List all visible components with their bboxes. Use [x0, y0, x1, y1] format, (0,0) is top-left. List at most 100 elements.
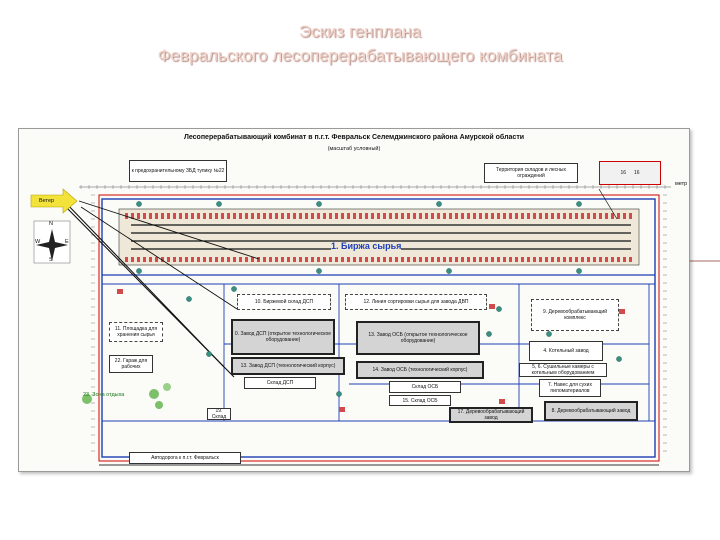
- site-marker: [576, 268, 582, 274]
- log-stack: [605, 257, 608, 262]
- log-stack: [629, 257, 632, 262]
- log-stack: [599, 213, 602, 219]
- slide-decoration-line: [690, 260, 720, 262]
- log-stack: [167, 257, 170, 262]
- log-stack: [491, 213, 494, 219]
- unit-23: 23. Зона отдыха: [83, 392, 125, 398]
- log-stack: [233, 257, 236, 262]
- log-stack: [383, 257, 386, 262]
- log-stack: [347, 213, 350, 219]
- log-stack: [215, 213, 218, 219]
- right-scale-ticks: [663, 194, 667, 452]
- log-stack: [353, 213, 356, 219]
- log-stack: [389, 257, 392, 262]
- log-stack: [227, 257, 230, 262]
- log-stack: [563, 257, 566, 262]
- site-plan-sheet: Лесоперерабатывающий комбинат в п.г.т. Ф…: [18, 128, 690, 472]
- zone-raw-yard: 1. Биржа сырья: [331, 241, 402, 251]
- log-stack: [173, 257, 176, 262]
- log-stack: [335, 257, 338, 262]
- log-stack: [623, 213, 626, 219]
- log-stack: [203, 257, 206, 262]
- rail-spur-4: [80, 206, 238, 310]
- small-box-b: 16: [634, 170, 640, 176]
- axis-label: метр: [675, 181, 688, 187]
- unit-14: 14. Завод ОСБ (технологический корпус): [356, 361, 484, 379]
- log-stack: [203, 213, 206, 219]
- log-stack: [305, 257, 308, 262]
- log-stack: [443, 257, 446, 262]
- log-stack: [545, 213, 548, 219]
- log-stack: [179, 213, 182, 219]
- log-stack: [143, 257, 146, 262]
- log-stack: [143, 213, 146, 219]
- site-marker: [546, 331, 552, 337]
- site-marker: [186, 296, 192, 302]
- log-stack: [593, 213, 596, 219]
- log-stack: [473, 213, 476, 219]
- compass-rose: [36, 229, 68, 261]
- log-stack: [581, 213, 584, 219]
- log-stack: [563, 213, 566, 219]
- site-marker: [231, 286, 237, 292]
- log-stack: [377, 257, 380, 262]
- log-stack: [617, 257, 620, 262]
- log-stack: [527, 257, 530, 262]
- unit-11: 11. Площадка для хранения сырья: [109, 322, 163, 342]
- log-stack: [377, 213, 380, 219]
- log-stack: [323, 257, 326, 262]
- log-stack: [317, 257, 320, 262]
- site-marker: [436, 201, 442, 207]
- top-scale-ticks: [80, 185, 666, 189]
- log-stack: [455, 213, 458, 219]
- log-stack: [515, 213, 518, 219]
- log-stack: [431, 257, 434, 262]
- log-stack: [509, 213, 512, 219]
- small-box-a: 16: [620, 170, 626, 176]
- red-marker: [499, 399, 505, 404]
- log-stack: [359, 257, 362, 262]
- unit-7: 7. Навес для сухих пиломатериалов: [539, 379, 601, 397]
- log-stack: [479, 257, 482, 262]
- log-stack: [359, 213, 362, 219]
- log-stack: [461, 213, 464, 219]
- log-stack: [149, 213, 152, 219]
- log-stack: [287, 213, 290, 219]
- log-stack: [557, 213, 560, 219]
- log-stack: [569, 257, 572, 262]
- log-stack: [431, 213, 434, 219]
- log-stack: [239, 257, 242, 262]
- unit-8: 8. Деревообрабатывающий завод: [544, 401, 638, 421]
- site-marker: [486, 331, 492, 337]
- site-marker: [206, 351, 212, 357]
- red-marker: [489, 304, 495, 309]
- warehouse-dsp: Склад ДСП: [244, 377, 316, 389]
- plan-header: Лесоперерабатывающий комбинат в п.г.т. Ф…: [183, 134, 525, 141]
- log-stack: [149, 257, 152, 262]
- left-scale-ticks: [91, 194, 95, 452]
- wind-label: Ветер: [39, 198, 55, 204]
- unit-4: 4. Котельный завод: [529, 341, 603, 361]
- site-marker: [446, 268, 452, 274]
- log-stack: [473, 257, 476, 262]
- log-stack: [305, 213, 308, 219]
- log-stack: [293, 257, 296, 262]
- log-stack: [401, 257, 404, 262]
- log-stack: [311, 213, 314, 219]
- log-stack: [221, 213, 224, 219]
- log-stack: [395, 257, 398, 262]
- unit-15: 15. Склад ОСБ: [389, 395, 451, 406]
- log-stack: [317, 213, 320, 219]
- compass-north: N: [49, 221, 53, 227]
- log-stack: [407, 213, 410, 219]
- log-stack: [371, 257, 374, 262]
- log-stack: [191, 213, 194, 219]
- log-stack: [611, 257, 614, 262]
- callout-left: к предохранительному ЗБД тупику №22: [129, 160, 227, 182]
- unit-9: 9. Деревообрабатывающий комплекс: [531, 299, 619, 331]
- log-stack: [551, 257, 554, 262]
- log-stack: [533, 257, 536, 262]
- log-stack: [413, 257, 416, 262]
- unit-12: 12. Линия сортировки сырья для завода ДВ…: [345, 294, 487, 310]
- log-stack: [323, 213, 326, 219]
